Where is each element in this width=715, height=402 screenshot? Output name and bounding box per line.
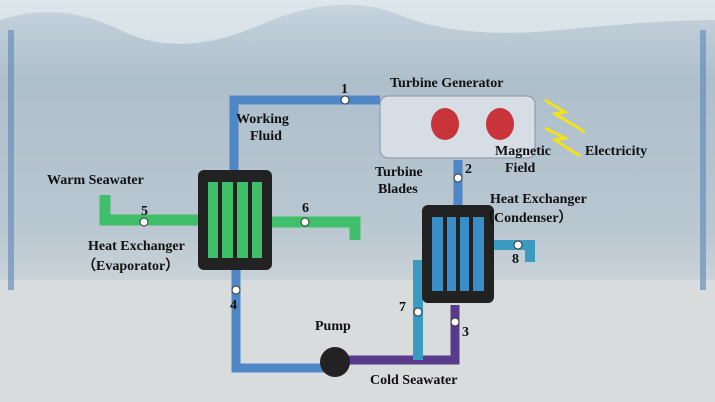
pipe-warm-out <box>270 216 361 240</box>
pump <box>320 347 350 377</box>
turbine-blades <box>431 108 459 140</box>
point-8: 8 <box>512 252 519 267</box>
label-condenser-1: Heat Exchanger <box>490 192 587 207</box>
label-working-fluid-2: Fluid <box>250 129 282 144</box>
pipe-working-fluid-bottom <box>231 270 330 373</box>
label-turbine-blades-1: Turbine <box>375 165 423 180</box>
electricity-bolt-icon <box>544 126 581 158</box>
tank-edge-left <box>8 30 14 290</box>
point-4: 4 <box>230 298 237 313</box>
pipe-warm-in <box>99 195 200 226</box>
point-2: 2 <box>465 162 472 177</box>
label-evaporator-2: （Evaporator） <box>82 259 180 274</box>
label-turbine-generator: Turbine Generator <box>390 76 504 91</box>
tank-edge-right <box>700 30 706 290</box>
pipe-working-fluid-top <box>229 95 380 170</box>
electricity-bolt-icon <box>544 98 586 134</box>
point-3: 3 <box>462 325 469 340</box>
label-condenser-2: （Condenser） <box>480 211 573 226</box>
label-cold-seawater: Cold Seawater <box>370 373 458 388</box>
label-electricity: Electricity <box>585 144 648 159</box>
point-1: 1 <box>341 82 348 97</box>
point-6: 6 <box>302 201 309 216</box>
point-7: 7 <box>399 300 406 315</box>
label-working-fluid-1: Working <box>236 112 289 127</box>
label-turbine-blades-2: Blades <box>378 182 418 197</box>
point-5: 5 <box>141 204 148 219</box>
pipe-cold-out <box>490 240 535 262</box>
label-magnetic-field-1: Magnetic <box>495 144 551 159</box>
label-magnetic-field-2: Field <box>505 161 536 176</box>
label-warm-seawater: Warm Seawater <box>47 173 144 188</box>
surface-waves <box>0 0 715 44</box>
generator-magnet <box>486 108 514 140</box>
label-evaporator-1: Heat Exchanger <box>88 239 185 254</box>
seafloor <box>0 280 715 402</box>
label-pump: Pump <box>315 319 351 334</box>
